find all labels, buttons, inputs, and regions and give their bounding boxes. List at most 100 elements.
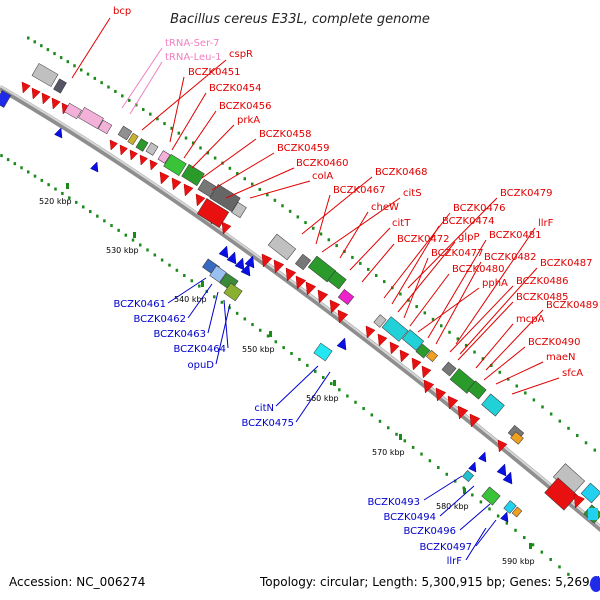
- guide-dot: [383, 280, 386, 284]
- guide-dot: [251, 323, 254, 327]
- forward-gene-arrow: [365, 325, 376, 339]
- leader-line: [301, 176, 373, 235]
- forward-gene-label: llrF: [538, 218, 554, 229]
- guide-dot: [576, 434, 579, 438]
- guide-dot: [298, 357, 301, 361]
- gene-box: [127, 132, 139, 146]
- leader-line: [449, 285, 514, 353]
- gene-box: [31, 63, 59, 87]
- guide-dot: [54, 187, 57, 191]
- reverse-gene-arrow: [336, 337, 347, 351]
- forward-gene-arrow: [399, 349, 410, 363]
- guide-dot: [131, 238, 135, 242]
- guide-dot: [175, 268, 179, 272]
- guide-dot: [190, 279, 194, 283]
- guide-dot: [330, 382, 333, 386]
- gene-box: [163, 153, 187, 177]
- reverse-gene-arrow: [234, 257, 245, 271]
- tick-label: 580 kbp: [436, 502, 469, 511]
- leader-line: [423, 475, 463, 501]
- forward-gene-arrow: [337, 309, 349, 324]
- forward-gene-label: BCZK0476: [453, 203, 506, 214]
- guide-dot: [168, 263, 171, 267]
- guide-dot: [198, 284, 201, 288]
- gene-box: [197, 178, 217, 198]
- gene-box: [381, 316, 409, 342]
- forward-gene-label: BCZK0474: [442, 216, 495, 227]
- guide-dot: [266, 193, 269, 197]
- guide-dot: [149, 112, 152, 116]
- forward-gene-arrow: [285, 267, 297, 282]
- guide-dot: [61, 191, 64, 195]
- reverse-gene-arrow: [54, 127, 63, 139]
- reverse-gene-arrow: [240, 263, 251, 277]
- guide-dot: [515, 384, 519, 388]
- leader-line: [435, 261, 482, 345]
- gene-box: [135, 138, 149, 152]
- guide-dot: [156, 117, 159, 121]
- reverse-gene-label: BCZK0464: [173, 344, 226, 355]
- forward-gene-label: tRNA-Leu-1: [165, 52, 221, 63]
- leader-line: [71, 17, 111, 79]
- forward-gene-arrow: [31, 87, 41, 100]
- leader-line: [455, 227, 536, 345]
- forward-gene-label: BCZK0468: [375, 167, 428, 178]
- guide-dot: [170, 126, 173, 130]
- guide-dot: [423, 311, 427, 315]
- gene-box: [267, 233, 297, 261]
- forward-gene-arrow: [129, 149, 138, 161]
- leader-line: [417, 287, 480, 333]
- leader-line: [275, 365, 319, 407]
- tick-label: 520 kbp: [39, 197, 72, 206]
- forward-gene-arrow: [149, 159, 158, 171]
- forward-gene-arrow: [435, 387, 447, 402]
- guide-dot: [445, 472, 449, 476]
- leader-line: [397, 241, 456, 313]
- guide-dot: [471, 493, 474, 497]
- gene-box: [415, 343, 431, 359]
- forward-gene-arrow: [109, 139, 118, 151]
- forward-gene-arrow: [447, 395, 459, 410]
- gene-box: [53, 78, 67, 94]
- guide-dot: [163, 122, 166, 126]
- guide-dot: [403, 439, 407, 443]
- forward-gene-arrow: [317, 289, 329, 304]
- feature-track: [0, 63, 600, 592]
- leader-line: [183, 110, 217, 159]
- reverse-gene-label: BCZK0493: [367, 497, 420, 508]
- reverse-gene-label: BCZK0494: [383, 512, 436, 523]
- guide-dot: [100, 81, 103, 85]
- guide-dot: [124, 233, 128, 237]
- leader-line: [407, 197, 498, 289]
- guide-dot: [146, 248, 149, 252]
- gene-box: [295, 253, 311, 271]
- guide-dot: [82, 205, 85, 209]
- forward-gene-arrow: [329, 299, 341, 314]
- accession-text: Accession: NC_006274: [9, 575, 145, 589]
- forward-gene-label: BCZK0486: [516, 276, 569, 287]
- gene-box: [511, 506, 523, 518]
- gene-box: [373, 314, 387, 328]
- guide-dot: [490, 363, 493, 367]
- leader-line: [321, 197, 401, 253]
- guide-dot: [236, 172, 239, 176]
- guide-dot: [235, 311, 239, 315]
- gene-box: [503, 500, 517, 514]
- guide-dot: [0, 154, 3, 158]
- reverse-gene-arrow: [478, 451, 487, 463]
- tick-label: 560 kbp: [306, 394, 339, 403]
- leader-line: [295, 371, 331, 423]
- guide-dot: [243, 317, 247, 321]
- guide-dot: [454, 479, 457, 483]
- guide-dot: [498, 370, 502, 374]
- guide-dot: [107, 85, 110, 89]
- gene-box: [157, 150, 171, 164]
- guide-dot: [110, 224, 113, 228]
- tick-mark: [529, 543, 532, 549]
- guide-dot: [103, 219, 106, 223]
- guide-dot: [20, 166, 23, 170]
- scale-dots: [0, 36, 597, 576]
- guide-dot: [464, 343, 468, 347]
- reverse-gene-label: BCZK0497: [419, 542, 472, 553]
- leader-line: [141, 59, 227, 131]
